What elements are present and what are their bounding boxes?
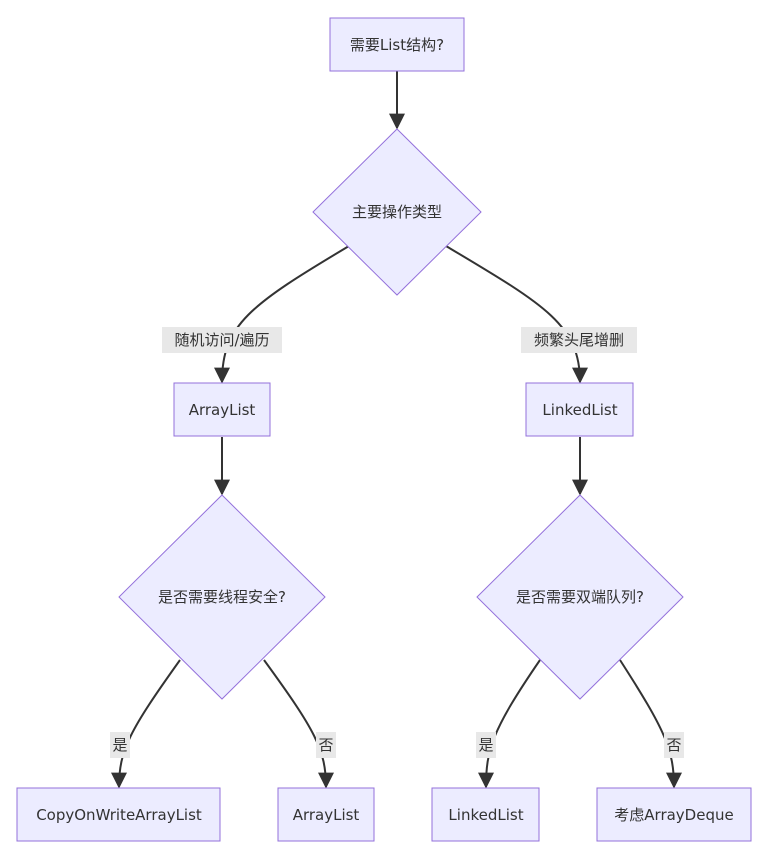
edge-label-deque-yes: 是 [478, 736, 493, 754]
node-arraylist-leaf: ArrayList [277, 787, 375, 842]
node-arraydeque-leaf: 考虑ArrayDeque [596, 787, 752, 842]
node-decision-deque-label: 是否需要双端队列? [516, 588, 644, 606]
node-linkedlist-leaf-label: LinkedList [448, 806, 523, 824]
edge-op-to-linkedlist [445, 245, 588, 384]
node-arraylist-main-label: ArrayList [189, 401, 256, 419]
node-cow-list-label: CopyOnWriteArrayList [36, 806, 202, 824]
nodes: 需要List结构? 主要操作类型 ArrayList LinkedList 是否… [16, 17, 752, 842]
edge-label-frequent-head-tail: 频繁头尾增删 [534, 331, 624, 349]
edge-deque-yes [478, 659, 541, 789]
node-arraydeque-leaf-label: 考虑ArrayDeque [614, 806, 733, 824]
edge-op-to-arraylist [214, 245, 350, 384]
node-decision-op-label: 主要操作类型 [352, 203, 442, 221]
node-decision-thread-safe: 是否需要线程安全? [118, 494, 326, 700]
edge-label-thread-yes: 是 [112, 736, 127, 754]
node-arraylist-main: ArrayList [173, 382, 271, 437]
edge-thread-yes [111, 659, 181, 789]
edges [111, 71, 682, 789]
node-decision-thread-safe-label: 是否需要线程安全? [158, 588, 286, 606]
edge-deque-no [619, 659, 682, 789]
node-decision-op: 主要操作类型 [312, 128, 482, 296]
node-linkedlist-main: LinkedList [525, 382, 634, 437]
node-linkedlist-main-label: LinkedList [542, 401, 617, 419]
edge-label-random-access: 随机访问/遍历 [174, 331, 269, 349]
edge-label-deque-no: 否 [666, 736, 681, 754]
node-start: 需要List结构? [329, 17, 465, 72]
node-linkedlist-leaf: LinkedList [431, 787, 540, 842]
edge-thread-no [263, 659, 334, 789]
edge-labels: 随机访问/遍历 频繁头尾增删 是 否 是 否 [110, 327, 684, 758]
node-decision-deque: 是否需要双端队列? [476, 494, 684, 700]
node-cow-list: CopyOnWriteArrayList [16, 787, 221, 842]
node-start-label: 需要List结构? [350, 36, 444, 54]
node-arraylist-leaf-label: ArrayList [293, 806, 360, 824]
edge-label-thread-no: 否 [318, 736, 333, 754]
